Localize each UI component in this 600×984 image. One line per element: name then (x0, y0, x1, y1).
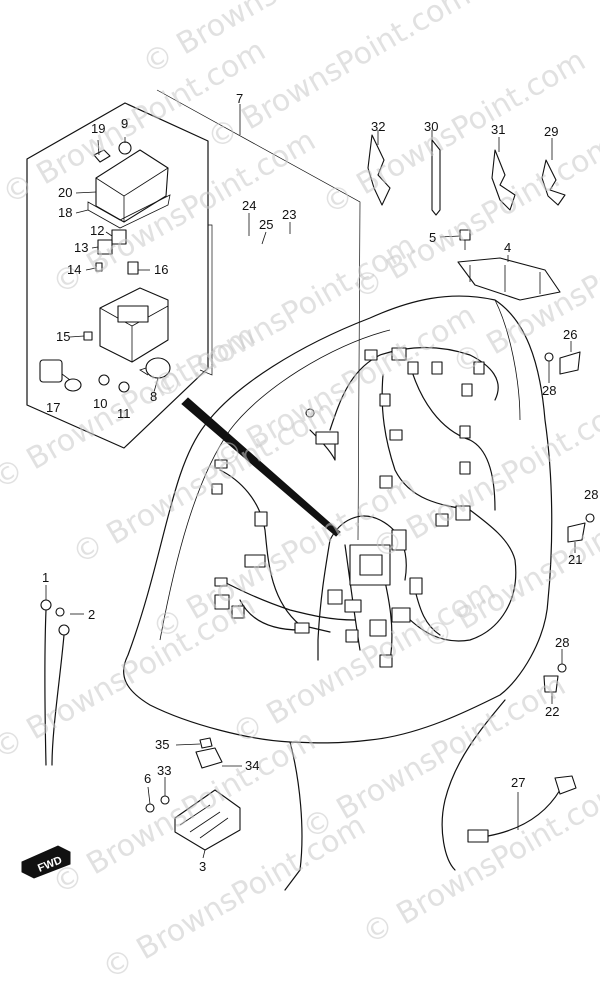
clamps-top-right (367, 134, 566, 216)
callout-30: 30 (424, 119, 438, 134)
callout-23: 23 (282, 207, 296, 222)
callout-29: 29 (544, 124, 558, 139)
callout-19: 19 (91, 121, 105, 136)
fuse-box-inset (26, 89, 361, 541)
callout-20: 20 (58, 185, 72, 200)
callout-17: 17 (46, 400, 60, 415)
callout-25: 25 (259, 217, 273, 232)
callout-labels: 7 19 9 20 18 12 13 14 16 15 17 10 11 8 2… (42, 91, 598, 874)
callout-22: 22 (545, 704, 559, 719)
callout-1: 1 (42, 570, 49, 585)
callout-7: 7 (236, 91, 243, 106)
bracket-assembly (457, 229, 561, 301)
callout-2: 2 (88, 607, 95, 622)
callout-34: 34 (245, 758, 259, 773)
wiring-harness (211, 346, 517, 668)
callout-3: 3 (199, 859, 206, 874)
callout-28-lower: 28 (555, 635, 569, 650)
callout-10: 10 (93, 396, 107, 411)
callout-14: 14 (67, 262, 81, 277)
callout-24: 24 (242, 198, 256, 213)
callout-12: 12 (90, 223, 104, 238)
callout-16: 16 (154, 262, 168, 277)
battery-cables (40, 599, 70, 766)
callout-6: 6 (144, 771, 151, 786)
leader-lines (45, 104, 576, 859)
callout-5: 5 (429, 230, 436, 245)
callout-8: 8 (150, 389, 157, 404)
callout-28-upper: 28 (542, 383, 556, 398)
callout-31: 31 (491, 122, 505, 137)
callout-4: 4 (504, 240, 511, 255)
callout-32: 32 (371, 119, 385, 134)
callout-35: 35 (155, 737, 169, 752)
callout-28-middle: 28 (584, 487, 598, 502)
callout-21: 21 (568, 552, 582, 567)
engine-cover-outline (123, 295, 553, 891)
callout-15: 15 (56, 329, 70, 344)
callout-13: 13 (74, 240, 88, 255)
callout-26: 26 (563, 327, 577, 342)
extension-cable-27 (467, 775, 577, 843)
right-side-clips (543, 351, 595, 693)
callout-27: 27 (511, 775, 525, 790)
callout-18: 18 (58, 205, 72, 220)
watermark-text: © BrownsPoint.com (0, 588, 262, 767)
callout-9: 9 (121, 116, 128, 131)
callout-11: 11 (117, 406, 131, 421)
lower-bracket-group (145, 737, 241, 851)
callout-33: 33 (157, 763, 171, 778)
